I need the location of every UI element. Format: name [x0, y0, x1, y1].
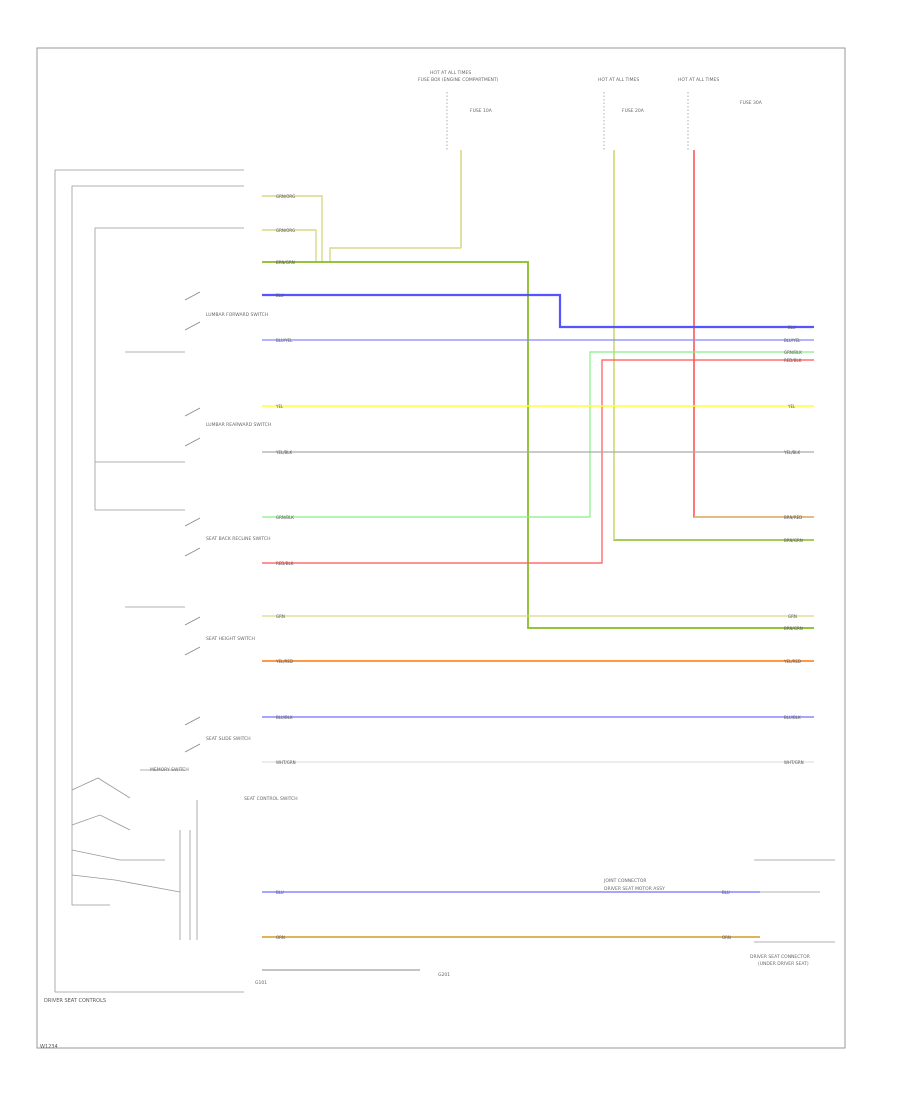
wire-fuse-left-to-bus: [329, 247, 461, 262]
right-label-1: BLU: [788, 325, 796, 330]
fuse-block-right: HOT AT ALL TIMES FUSE 30A: [678, 77, 763, 150]
wire-label-15: ORN: [276, 935, 285, 940]
fuse-left-subtitle: FUSE BOX (ENGINE COMPARTMENT): [418, 77, 499, 83]
switch-contacts: [184, 291, 201, 753]
fuse-left-title: HOT AT ALL TIMES: [430, 70, 471, 76]
right-label-10: BRN/GRN: [784, 626, 803, 631]
wire-red-blk: [262, 359, 814, 564]
wire-label-10: GRN: [276, 614, 285, 619]
fuse-right-title: HOT AT ALL TIMES: [678, 77, 719, 83]
right-label-3: GRN/BLK: [784, 350, 802, 355]
diagram-frame: [36, 47, 846, 1049]
switch-label-7: SEAT CONTROL SWITCH: [244, 796, 298, 802]
wire-label-11: YEL/RED: [275, 659, 293, 664]
right-label-5: YEL: [787, 404, 796, 409]
fuse-left-note: FUSE 10A: [470, 108, 493, 114]
right-label-15: ORN: [722, 935, 731, 940]
wire-top-2: [262, 229, 317, 262]
fuse-block-mid: HOT AT ALL TIMES FUSE 20A: [598, 77, 645, 150]
wire-label-2: GRN/ORG: [276, 228, 295, 233]
ground-left-label: G101: [255, 980, 267, 986]
wire-label-12: BLU/BLK: [276, 715, 293, 720]
right-label-9: GRN: [788, 614, 797, 619]
connector-right-sub: (UNDER DRIVER SEAT): [758, 961, 809, 967]
diagram-title: DRIVER SEAT CONTROLS: [44, 998, 106, 1004]
right-label-14: BLU: [722, 890, 730, 895]
switch-label-2: LUMBAR REARWARD SWITCH: [206, 422, 271, 428]
wire-grn-blk-up: [589, 351, 814, 517]
wire-labels-left: GRN/ORG GRN/ORG BRN/GRN BLU BLU/YEL YEL …: [275, 194, 296, 940]
wire-label-4: BLU: [276, 293, 284, 298]
wire-label-5: BLU/YEL: [276, 338, 293, 343]
ground-mid-label: G201: [438, 972, 450, 978]
switch-label-4: SEAT HEIGHT SWITCH: [206, 636, 255, 642]
fuse-mid-title: HOT AT ALL TIMES: [598, 77, 639, 83]
right-label-13: WHT/GRN: [784, 760, 804, 765]
right-label-6: YEL/BLK: [783, 450, 801, 455]
fuse-right-note: FUSE 30A: [740, 100, 763, 106]
switch-block-frame: [54, 169, 244, 993]
wire-label-6: YEL: [275, 404, 284, 409]
wire-label-7: YEL/BLK: [275, 450, 293, 455]
wire-top-1: [262, 195, 323, 262]
right-label-8: BRN/GRN: [784, 538, 803, 543]
right-label-4: RED/BLK: [784, 358, 802, 363]
switch-label-5: SEAT SLIDE SWITCH: [206, 736, 251, 742]
switch-label-1: LUMBAR FORWARD SWITCH: [206, 312, 268, 318]
wire-label-1: GRN/ORG: [276, 194, 295, 199]
connector-right-title: DRIVER SEAT CONNECTOR: [750, 954, 810, 960]
driver-seat-connector: DRIVER SEAT CONNECTOR (UNDER DRIVER SEAT…: [603, 859, 835, 967]
switch-label-3: SEAT BACK RECLINE SWITCH: [206, 536, 270, 542]
right-label-11: YEL/RED: [783, 659, 801, 664]
right-label-7: BRN/RED: [784, 515, 802, 520]
wire-green-bus: [262, 261, 814, 629]
fuse-mid-note: FUSE 20A: [622, 108, 645, 114]
wire-label-3: BRN/GRN: [276, 260, 295, 265]
wire-blu: [262, 293, 814, 329]
right-label-2: BLU/YEL: [784, 338, 801, 343]
fuse-block-left: HOT AT ALL TIMES FUSE BOX (ENGINE COMPAR…: [418, 70, 499, 248]
wire-label-8: GRN/BLK: [276, 515, 294, 520]
footer-code: W1234: [40, 1044, 58, 1050]
wire-label-14: BLU: [276, 890, 284, 895]
seat-motor-label: DRIVER SEAT MOTOR ASSY: [604, 886, 665, 892]
right-label-12: BLU/BLK: [784, 715, 801, 720]
wire-label-9: RED/BLK: [276, 561, 294, 566]
connector-mid: JOINT CONNECTOR: [603, 878, 647, 884]
switch-label-6: MEMORY SWITCH: [150, 767, 189, 773]
wire-labels-right: BLU BLU/YEL GRN/BLK RED/BLK YEL YEL/BLK …: [722, 325, 804, 940]
wire-label-13: WHT/GRN: [276, 760, 296, 765]
